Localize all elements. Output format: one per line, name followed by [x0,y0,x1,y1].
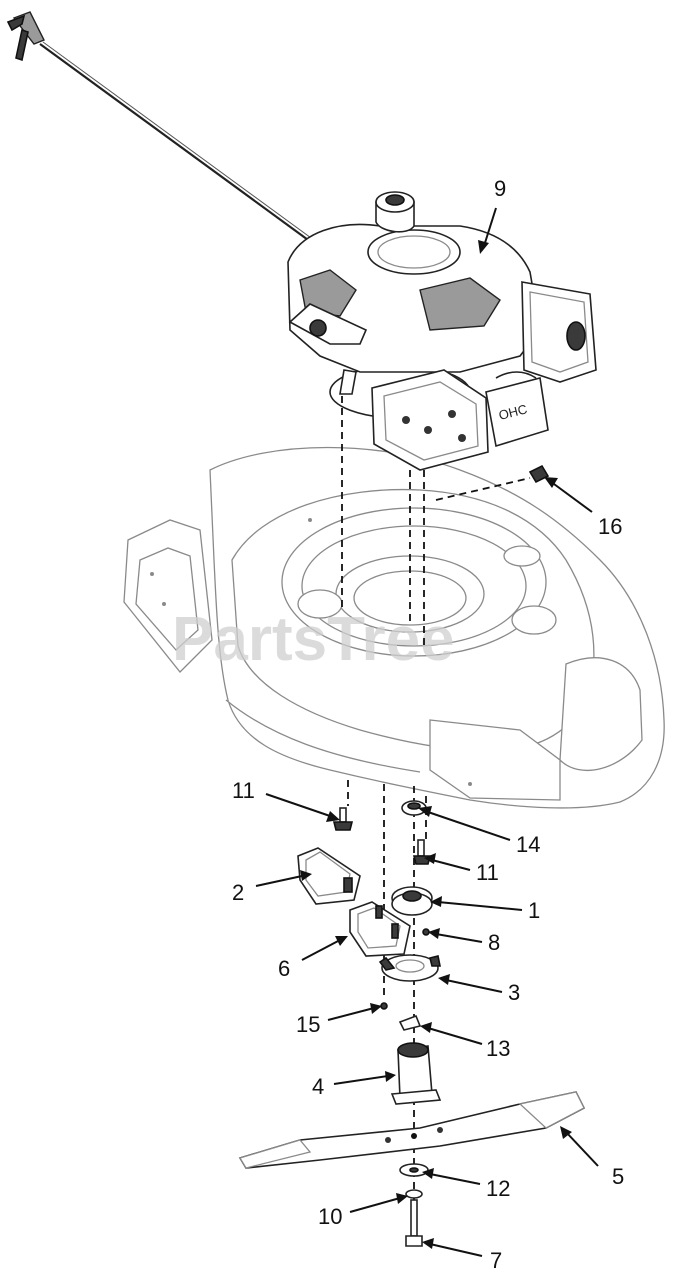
callout-4: 4 [312,1074,324,1099]
callout-3: 3 [508,980,520,1005]
callout-10: 10 [318,1204,342,1229]
callout-6: 6 [278,956,290,981]
throttle-cable [6,11,334,257]
leader-lines [255,207,599,1257]
callout-5: 5 [612,1164,624,1189]
part-1-bearing [391,886,433,916]
part-3-retainer [378,954,441,982]
callout-labels: 9 16 11 14 11 2 1 8 6 3 15 13 4 5 12 10 … [232,176,624,1273]
engine-plate-text: OHC [497,401,529,423]
callout-8: 8 [488,930,500,955]
engine: OHC [287,191,597,471]
callout-9: 9 [494,176,506,201]
part-13-key [398,1014,422,1031]
part-11-bolt-left [332,807,354,831]
part-16-clip [528,464,550,484]
part-10-lock-washer [405,1189,423,1199]
watermark-text: PartsTree [172,605,455,674]
part-14-bushing [401,800,427,816]
callout-14: 14 [516,832,540,857]
callout-16: 16 [598,514,622,539]
callout-11-right: 11 [476,860,499,885]
callout-7: 7 [490,1248,502,1273]
callout-1: 1 [528,898,540,923]
part-12-washer [399,1163,429,1177]
callout-2: 2 [232,880,244,905]
callout-11-left: 11 [232,778,255,803]
callout-13: 13 [486,1036,510,1061]
callout-15: 15 [296,1012,320,1037]
part-4-blade-adapter [390,1042,442,1105]
mower-deck [123,446,665,809]
part-2-baffle [297,847,361,905]
part-7-blade-bolt [405,1199,423,1247]
callout-12: 12 [486,1176,510,1201]
part-11-bolt-right [412,839,432,865]
part-5-blade [238,1091,586,1169]
part-6-baffle [349,901,411,957]
